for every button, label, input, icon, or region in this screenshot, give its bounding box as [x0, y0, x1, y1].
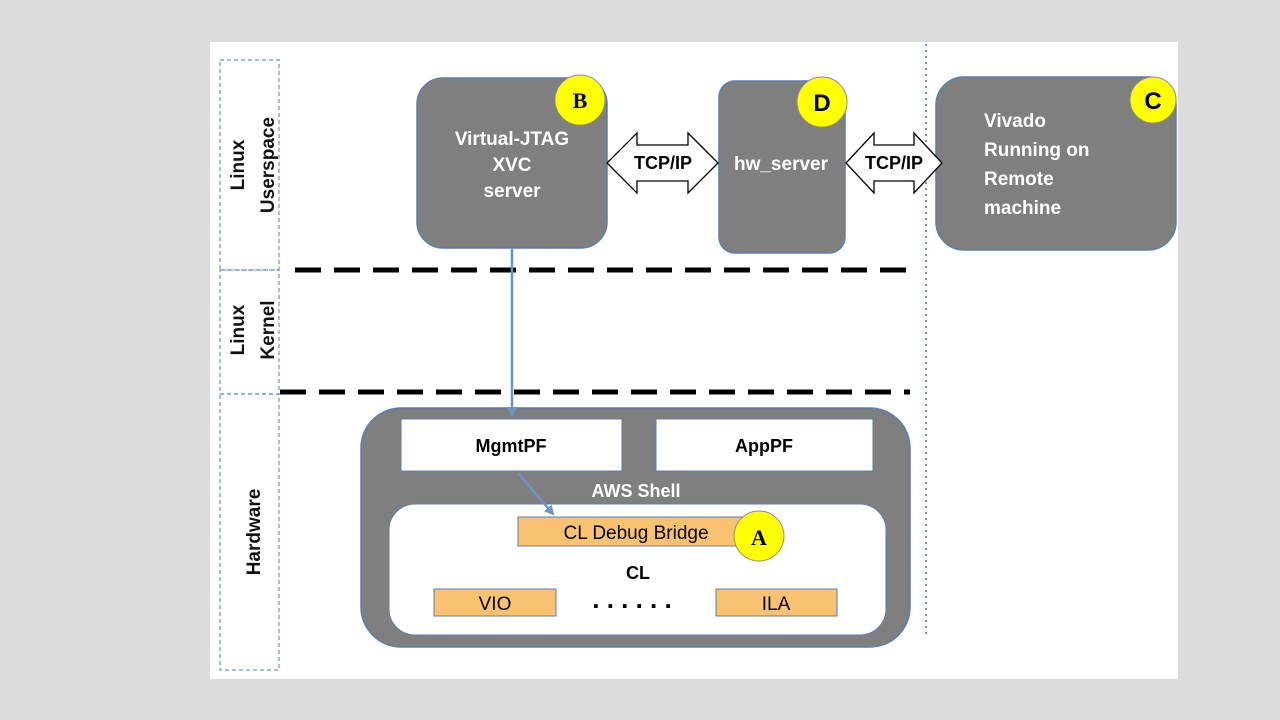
ellipsis-dots: . . . . . .: [592, 584, 671, 614]
xvc-server-label-2: XVC: [492, 155, 531, 176]
ila-box: [715, 588, 838, 617]
debug-bridge-box: [517, 516, 745, 547]
layer-box-hardware: [219, 393, 280, 671]
tcp-link-xvc-hw: TCP/IP: [606, 131, 719, 195]
aws-shell: MgmtPF AppPF AWS Shell CL Debug Bridge A…: [360, 407, 911, 648]
hw-server-node: hw_server D: [718, 76, 848, 254]
vio-label: VIO: [479, 594, 512, 615]
xvc-server-label-3: server: [483, 181, 541, 202]
badge-b-letter: B: [573, 88, 588, 113]
ila-label: ILA: [762, 594, 791, 615]
badge-c-letter: C: [1144, 88, 1161, 115]
mgmtpf-label: MgmtPF: [476, 436, 547, 456]
vio-box: [433, 588, 557, 617]
vivado-label-1: Vivado: [984, 111, 1046, 132]
layer-label-kernel-2: Kernel: [258, 300, 279, 359]
vivado-label-3: Remote: [984, 169, 1054, 190]
badge-c: [1129, 76, 1177, 124]
vivado-label-4: machine: [984, 198, 1061, 219]
debug-bridge-label: CL Debug Bridge: [563, 523, 708, 544]
apppf-label: AppPF: [735, 436, 793, 456]
badge-a-letter: A: [751, 525, 767, 550]
tcp-label-1: TCP/IP: [634, 153, 692, 173]
layer-box-userspace: [219, 59, 280, 271]
layer-label-userspace-1: Linux: [228, 139, 249, 190]
vivado-node: Vivado Running on Remote machine C: [935, 76, 1177, 251]
double-arrow-1: [606, 131, 719, 195]
aws-shell-label: AWS Shell: [591, 481, 680, 501]
badge-d: [796, 76, 848, 128]
layer-label-userspace-2: Userspace: [258, 117, 279, 213]
layer-label-column: Linux Userspace Linux Kernel Hardware: [219, 59, 280, 671]
badge-b: [554, 74, 606, 126]
vivado-label-2: Running on: [984, 140, 1090, 161]
double-arrow-2: [845, 131, 943, 195]
tcp-link-hw-vivado: TCP/IP: [845, 131, 943, 195]
xvc-server-label-1: Virtual-JTAG: [455, 129, 569, 150]
layer-label-hardware: Hardware: [244, 489, 265, 576]
layer-label-kernel-1: Linux: [228, 304, 249, 355]
badge-d-letter: D: [813, 90, 830, 117]
arrow-mgmtpf-to-debug-bridge: [517, 472, 555, 516]
hw-server-label: hw_server: [734, 154, 829, 175]
badge-a: [733, 510, 785, 562]
xvc-server-node: Virtual-JTAG XVC server B: [416, 74, 608, 249]
cl-label: CL: [626, 563, 650, 583]
mgmtpf-box: [400, 418, 623, 472]
tcp-label-2: TCP/IP: [865, 153, 923, 173]
apppf-box: [655, 418, 874, 472]
